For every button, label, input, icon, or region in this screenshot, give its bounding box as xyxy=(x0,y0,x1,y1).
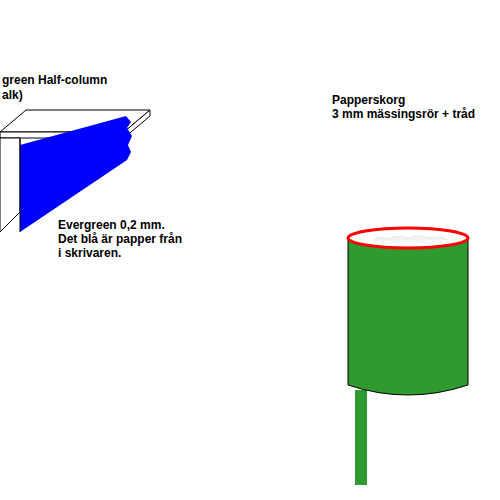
blue-paper xyxy=(20,116,132,232)
note-label: green Half-column xyxy=(2,73,107,87)
basket-rim xyxy=(348,228,468,248)
basket-post xyxy=(355,390,367,485)
note-label: Evergreen 0,2 mm. Det blå är papper från… xyxy=(58,218,183,260)
note-label: 3 mm mässingsrör + tråd xyxy=(332,107,475,121)
half-column-profile xyxy=(0,110,150,232)
paper-basket xyxy=(348,228,468,485)
note-label: alk) xyxy=(2,88,23,102)
note-label: Papperskorg xyxy=(332,93,405,107)
